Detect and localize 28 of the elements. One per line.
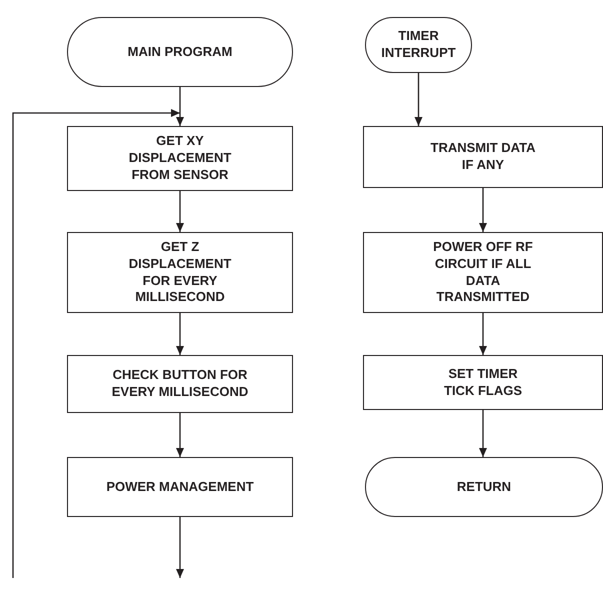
process-box: [67, 457, 293, 517]
process-box: [67, 355, 293, 413]
arrow: [176, 313, 184, 355]
arrow: [479, 313, 487, 355]
arrow: [176, 413, 184, 457]
process-box: [363, 126, 603, 188]
arrow: [479, 410, 487, 457]
process-box: [67, 232, 293, 313]
arrow: [479, 188, 487, 232]
node-label: SET TIMER TICK FLAGS: [443, 366, 523, 400]
node-label: GET Z DISPLACEMENT FOR EVERY MILLISECOND: [128, 238, 232, 306]
arrow: [176, 87, 184, 126]
terminator-shape: [365, 457, 603, 517]
node-label: GET XY DISPLACEMENT FROM SENSOR: [128, 133, 232, 184]
process-box: [363, 232, 603, 313]
node-label: TIMER INTERRUPT: [380, 28, 457, 62]
arrow: [12, 109, 180, 578]
process-box: [67, 126, 293, 191]
arrow: [414, 73, 422, 126]
node-label: POWER OFF RF CIRCUIT IF ALL DATA TRANSMITTED: [432, 238, 534, 306]
node-label: CHECK BUTTON FOR EVERY MILLISECOND: [110, 367, 250, 401]
arrow: [176, 517, 184, 578]
node-label: RETURN: [456, 478, 512, 496]
node-label: MAIN PROGRAM: [126, 44, 234, 60]
arrow: [176, 191, 184, 232]
node-label: TRANSMIT DATA IF ANY: [430, 140, 536, 174]
process-box: [363, 355, 603, 410]
node-label: POWER MANAGEMENT: [105, 478, 255, 496]
